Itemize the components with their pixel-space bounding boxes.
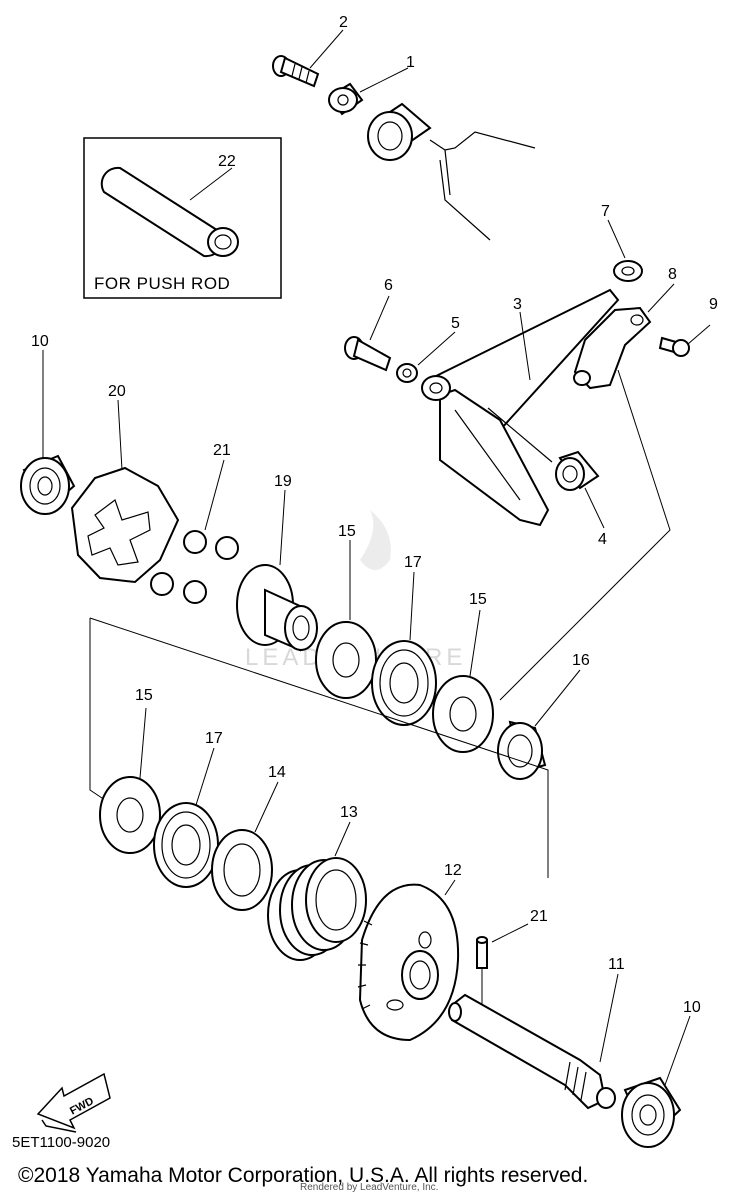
lever-8 — [573, 306, 652, 390]
needle-bearing-17-top — [371, 640, 437, 726]
label-part-17-lower: 17 — [205, 730, 223, 747]
part-labels: 2 1 22 7 8 6 3 9 5 10 20 21 19 15 4 17 1… — [31, 14, 718, 1016]
washer-14 — [211, 829, 273, 911]
diagram-code: 5ET1100-9020 — [12, 1134, 110, 1151]
rendered-by-text: Rendered by LeadVenture, Inc. — [300, 1182, 438, 1193]
bushing-16 — [497, 720, 547, 780]
gear-plate-12 — [357, 883, 460, 1042]
label-part-16: 16 — [572, 652, 590, 669]
push-rod-part — [100, 166, 239, 258]
label-part-15-right: 15 — [469, 591, 487, 608]
label-part-7: 7 — [601, 203, 610, 220]
label-part-4: 4 — [598, 531, 607, 548]
copyright-text: ©2018 Yamaha Motor Corporation, U.S.A. A… — [18, 1164, 588, 1187]
bushing-18 — [236, 564, 318, 652]
label-part-13: 13 — [340, 804, 358, 821]
bolt-6 — [344, 336, 392, 372]
label-part-15-lower: 15 — [135, 687, 153, 704]
washer-15-right — [432, 675, 494, 753]
screw-2 — [272, 55, 320, 88]
bushing-top — [367, 102, 432, 161]
label-part-9: 9 — [709, 296, 718, 313]
washer-5 — [396, 363, 418, 383]
leader-lines — [42, 29, 711, 1086]
fwd-arrow: FWD — [36, 1072, 111, 1133]
label-part-8: 8 — [668, 266, 677, 283]
label-part-3: 3 — [513, 296, 522, 313]
damper-19 — [70, 466, 180, 584]
washer-15-lower — [99, 776, 161, 854]
label-part-22: 22 — [218, 153, 236, 170]
inset-caption: FOR PUSH ROD — [94, 274, 230, 293]
label-part-17-top: 17 — [404, 554, 422, 571]
inset-push-rod: FOR PUSH ROD — [83, 137, 282, 299]
label-part-18: 19 — [274, 473, 292, 490]
bearing-10-left — [20, 454, 76, 515]
collar-7 — [613, 260, 643, 282]
label-part-2: 2 — [339, 14, 348, 31]
label-part-1: 1 — [406, 54, 415, 71]
lever-arm-3 — [421, 288, 620, 527]
link-line — [487, 407, 553, 463]
shaft-11 — [448, 993, 616, 1110]
label-part-14: 14 — [268, 764, 286, 781]
spring-13 — [267, 857, 367, 961]
label-part-6: 6 — [384, 277, 393, 294]
label-part-20: 21 — [213, 442, 231, 459]
washer-15-top — [315, 621, 377, 699]
needle-bearing-17-lower — [153, 802, 219, 888]
pin-21 — [476, 936, 488, 969]
label-part-10-right: 10 — [683, 999, 701, 1016]
group-bracket-lines — [89, 369, 671, 878]
balls-20 — [150, 530, 239, 604]
bolt-9 — [658, 336, 690, 357]
label-part-19: 20 — [108, 383, 126, 400]
bearing-10-right — [621, 1076, 682, 1148]
label-part-15-top: 15 — [338, 523, 356, 540]
label-part-10-left: 10 — [31, 333, 49, 350]
label-part-12: 12 — [444, 862, 462, 879]
label-part-21: 21 — [530, 908, 548, 925]
label-part-11: 11 — [608, 956, 625, 973]
collar-1 — [328, 82, 364, 116]
shaft-end — [429, 131, 536, 241]
collar-4 — [555, 450, 600, 491]
label-part-5: 5 — [451, 315, 460, 332]
